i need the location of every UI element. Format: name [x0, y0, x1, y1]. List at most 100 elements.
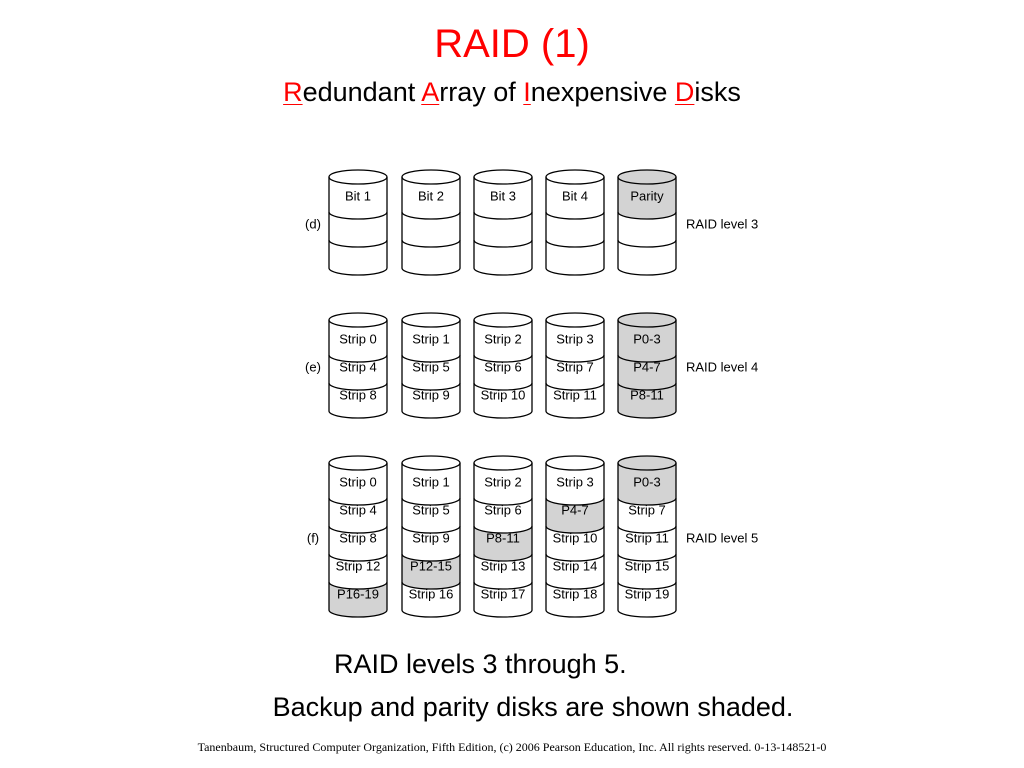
disk-cell-label: Strip 12	[336, 559, 381, 574]
disk-divider	[617, 497, 677, 506]
disk-bottom	[617, 410, 677, 419]
disk-cell-label: Strip 8	[339, 388, 377, 403]
disk-bottom	[401, 410, 461, 419]
disk-cell-label: Strip 7	[556, 360, 594, 375]
disk-cell-label: Strip 16	[409, 587, 454, 602]
disk-cell-fill	[474, 212, 532, 247]
disk-bottom	[328, 609, 388, 618]
subtitle-part: R	[283, 77, 303, 107]
disk-cell-label: Strip 2	[484, 332, 522, 347]
disk-cell-label: Bit 3	[490, 189, 516, 204]
disk-cell-label: P0-3	[633, 475, 660, 490]
disk-divider	[473, 211, 533, 220]
disk-cell-fill	[618, 170, 676, 219]
group-tag: (f)	[307, 531, 319, 546]
disk-bottom	[473, 410, 533, 419]
disk-divider	[617, 382, 677, 391]
slide-title: RAID (1)	[434, 22, 590, 66]
disk-divider	[617, 525, 677, 534]
disk-cell-label: Bit 1	[345, 189, 371, 204]
disk-divider	[545, 497, 605, 506]
subtitle-part: D	[674, 77, 695, 107]
disk-cell-label: P12-15	[410, 559, 452, 574]
disk-cell-fill	[329, 526, 387, 561]
subtitle-part: A	[421, 77, 440, 107]
disk-cell-fill	[329, 170, 387, 219]
slide-subtitle: Redundant Array of Inexpensive Disks	[0, 75, 1024, 109]
disk-cell-fill	[329, 212, 387, 247]
disk-divider	[545, 239, 605, 248]
disk-cell-label: P8-11	[630, 388, 664, 403]
disk-cell-label: Strip 1	[412, 475, 450, 490]
group-tag: (e)	[305, 360, 321, 375]
disk-cell-fill	[618, 355, 676, 390]
disk-cell-label: P0-3	[633, 332, 660, 347]
disk-cell-fill	[402, 313, 460, 362]
disk-cell-label: Parity	[630, 189, 664, 204]
disk-cell-fill	[618, 313, 676, 362]
disk-divider	[401, 382, 461, 391]
disk-cell-label: P8-11	[486, 531, 520, 546]
disk-divider	[328, 239, 388, 248]
disk-cell-fill	[546, 170, 604, 219]
disk-cell-fill	[618, 212, 676, 247]
disk-cell-fill	[402, 456, 460, 505]
disk-cell-fill	[546, 212, 604, 247]
disk-cell-fill	[618, 554, 676, 589]
disk-divider	[473, 497, 533, 506]
disk-bottom	[401, 267, 461, 276]
disk-divider	[617, 239, 677, 248]
disk-cylinder: Bit 1	[328, 169, 388, 276]
disk-divider	[617, 211, 677, 220]
disk-divider	[401, 525, 461, 534]
disk-cylinder: Bit 3	[473, 169, 533, 276]
disk-bottom	[473, 609, 533, 618]
disk-bottom	[328, 410, 388, 419]
disk-cell-label: Strip 3	[556, 475, 594, 490]
disk-cell-label: Strip 8	[339, 531, 377, 546]
disk-divider	[617, 354, 677, 363]
disk-cell-label: Strip 11	[553, 388, 597, 403]
disk-cell-fill	[329, 313, 387, 362]
caption-line-2: Backup and parity disks are shown shaded…	[272, 692, 794, 722]
disk-divider	[328, 354, 388, 363]
disk-cell-label: Bit 4	[562, 189, 588, 204]
disk-divider	[473, 553, 533, 562]
disk-divider	[328, 525, 388, 534]
disk-cell-fill	[546, 240, 604, 275]
raid-level-label: RAID level 3	[686, 217, 758, 232]
disk-cell-fill	[618, 498, 676, 533]
disk-divider	[473, 382, 533, 391]
disk-cell-label: Strip 6	[484, 503, 522, 518]
disk-cell-label: Strip 14	[553, 559, 598, 574]
disk-cell-label: Strip 4	[339, 503, 377, 518]
disk-bottom	[473, 267, 533, 276]
disk-cell-fill	[329, 240, 387, 275]
disk-cell-label: P4-7	[633, 360, 660, 375]
disk-divider	[617, 553, 677, 562]
disk-divider	[545, 581, 605, 590]
disk-cell-label: Strip 0	[339, 332, 377, 347]
disk-divider	[328, 497, 388, 506]
disk-divider	[617, 581, 677, 590]
disk-cell-fill	[546, 498, 604, 533]
disk-cell-label: Strip 5	[412, 503, 450, 518]
disk-cell-fill	[402, 212, 460, 247]
disk-cell-label: Bit 2	[418, 189, 444, 204]
subtitle-part: I	[523, 77, 531, 107]
disk-cell-fill	[618, 526, 676, 561]
disk-cell-label: Strip 19	[625, 587, 670, 602]
disk-divider	[545, 211, 605, 220]
disk-cell-label: Strip 3	[556, 332, 594, 347]
disk-cell-fill	[618, 383, 676, 418]
disk-cell-label: Strip 7	[628, 503, 666, 518]
disk-cell-label: Strip 15	[625, 559, 670, 574]
disk-cell-fill	[402, 355, 460, 390]
